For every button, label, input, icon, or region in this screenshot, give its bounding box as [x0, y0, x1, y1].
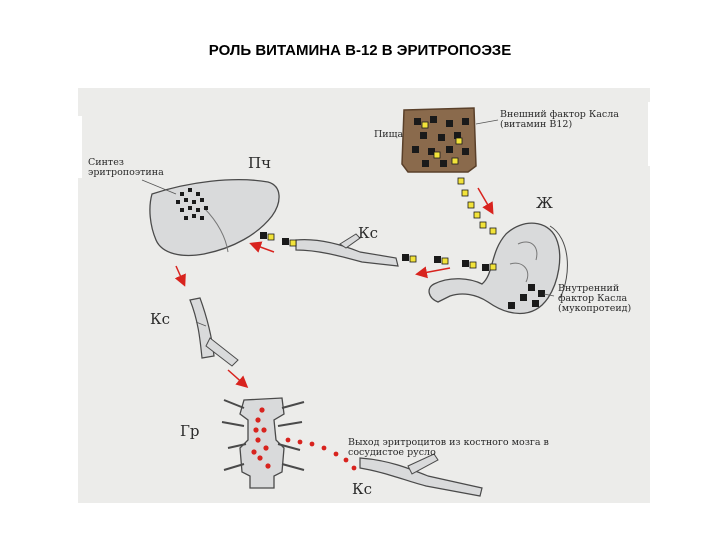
diagram-illustration	[141, 107, 568, 497]
erythrocytes-exit	[285, 437, 357, 471]
intrinsic-factor-particles	[508, 284, 545, 309]
blood-vessel-upper	[295, 233, 399, 267]
blood-vessel-lower	[359, 453, 483, 497]
label-food: Пища	[374, 129, 404, 140]
erythrocytes-in-marrow	[251, 407, 271, 469]
label-blood-vessel-middle: Кс	[150, 310, 171, 328]
bone-marrow-vertebra	[221, 397, 305, 489]
label-stomach: Ж	[536, 194, 553, 212]
label-internal-factor: Внутренний фактор Касла (мукопротеид)	[558, 283, 632, 314]
label-bone-marrow: Гр	[180, 422, 200, 440]
label-erythrocyte-exit: Выход эритроцитов из костного мозга в со…	[348, 437, 549, 458]
label-synthesis: Синтез эритропоэтина	[88, 157, 164, 178]
image-edge-left	[72, 116, 82, 178]
label-blood-vessel-lower: Кс	[352, 480, 373, 498]
vitamin-b12-diagram: Пища Внешний фактор Касла (витамин B12) …	[72, 88, 656, 503]
image-edge-right	[648, 102, 656, 166]
label-blood-vessel-upper: Кс	[358, 224, 379, 242]
label-external-factor: Внешний фактор Касла (витамин B12)	[500, 109, 619, 130]
slide-title: РОЛЬ ВИТАМИНА В-12 В ЭРИТРОПОЭЗЕ	[208, 42, 512, 59]
vitamin-complex-particles-stomach	[402, 254, 497, 271]
food-block	[401, 107, 477, 173]
liver-vitamin-deposits	[176, 188, 208, 220]
label-liver: Пч	[248, 154, 271, 172]
vitamin-b12-particles	[457, 177, 497, 235]
blood-vessel-middle	[189, 297, 239, 367]
liver	[149, 178, 280, 257]
